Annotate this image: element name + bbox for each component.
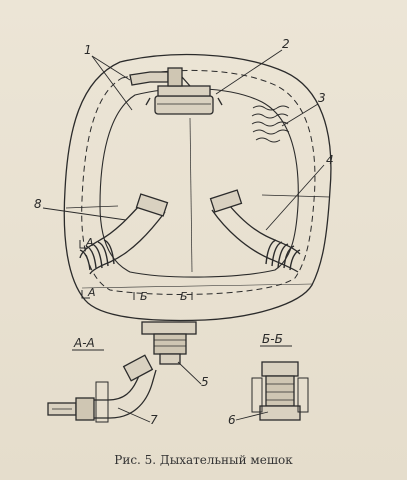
section-mark-b-right: Б [180,290,188,303]
bottom-fitting-cap [159,353,181,365]
section-view-aa-title: А-А [74,336,95,350]
bb-left-bracket [251,377,263,413]
figure-caption: Рис. 5. Дыхательный мешок [114,453,293,467]
fold-line-bottom [81,283,313,289]
top-hose-connector [129,71,169,86]
corrugated-insert [251,105,290,143]
section-mark-b-left: Б [140,290,148,303]
bag-inner-contour [99,87,299,278]
top-fitting-collar [157,85,211,97]
bottom-fitting-flange [141,321,197,335]
top-hose-nut [167,67,183,87]
callout-7: 7 [150,413,158,427]
bb-bottom-ring [259,405,301,421]
top-fitting-clip-left [145,97,151,106]
right-tube-cuff [209,189,243,213]
bb-body [265,375,295,407]
left-tube-cuff [135,193,169,217]
callout-8: 8 [34,197,42,211]
section-view-bb-title: Б-Б [262,332,283,346]
top-fitting [154,95,214,115]
section-mark-a-left: A [86,236,94,249]
left-tube-corrugation [79,239,115,271]
callout-1: 1 [84,43,92,57]
leader-lines [42,49,325,423]
aa-base-bracket [95,381,109,423]
aa-nut [75,397,95,421]
fold-line-left [65,205,119,209]
bb-right-bracket [297,377,309,413]
bottom-fitting-body [153,333,187,355]
aa-elbow [94,365,157,419]
top-fitting-clip-right [217,97,223,106]
center-fold-line [189,117,193,273]
callout-5: 5 [201,375,209,389]
callout-3: 3 [318,91,326,105]
top-hose-line [181,76,191,87]
section-markers [79,240,193,300]
aa-top-cuff [122,354,154,382]
callout-6: 6 [228,413,236,427]
bag-outer-outline [63,53,332,322]
right-elbow-tube [211,199,301,273]
dashed-channel [81,69,316,295]
right-tube-corrugation [265,239,301,271]
callout-4: 4 [326,153,334,167]
callout-2: 2 [282,37,290,51]
bb-top-cap [261,361,299,377]
section-mark-a-bottom: A [88,286,96,299]
